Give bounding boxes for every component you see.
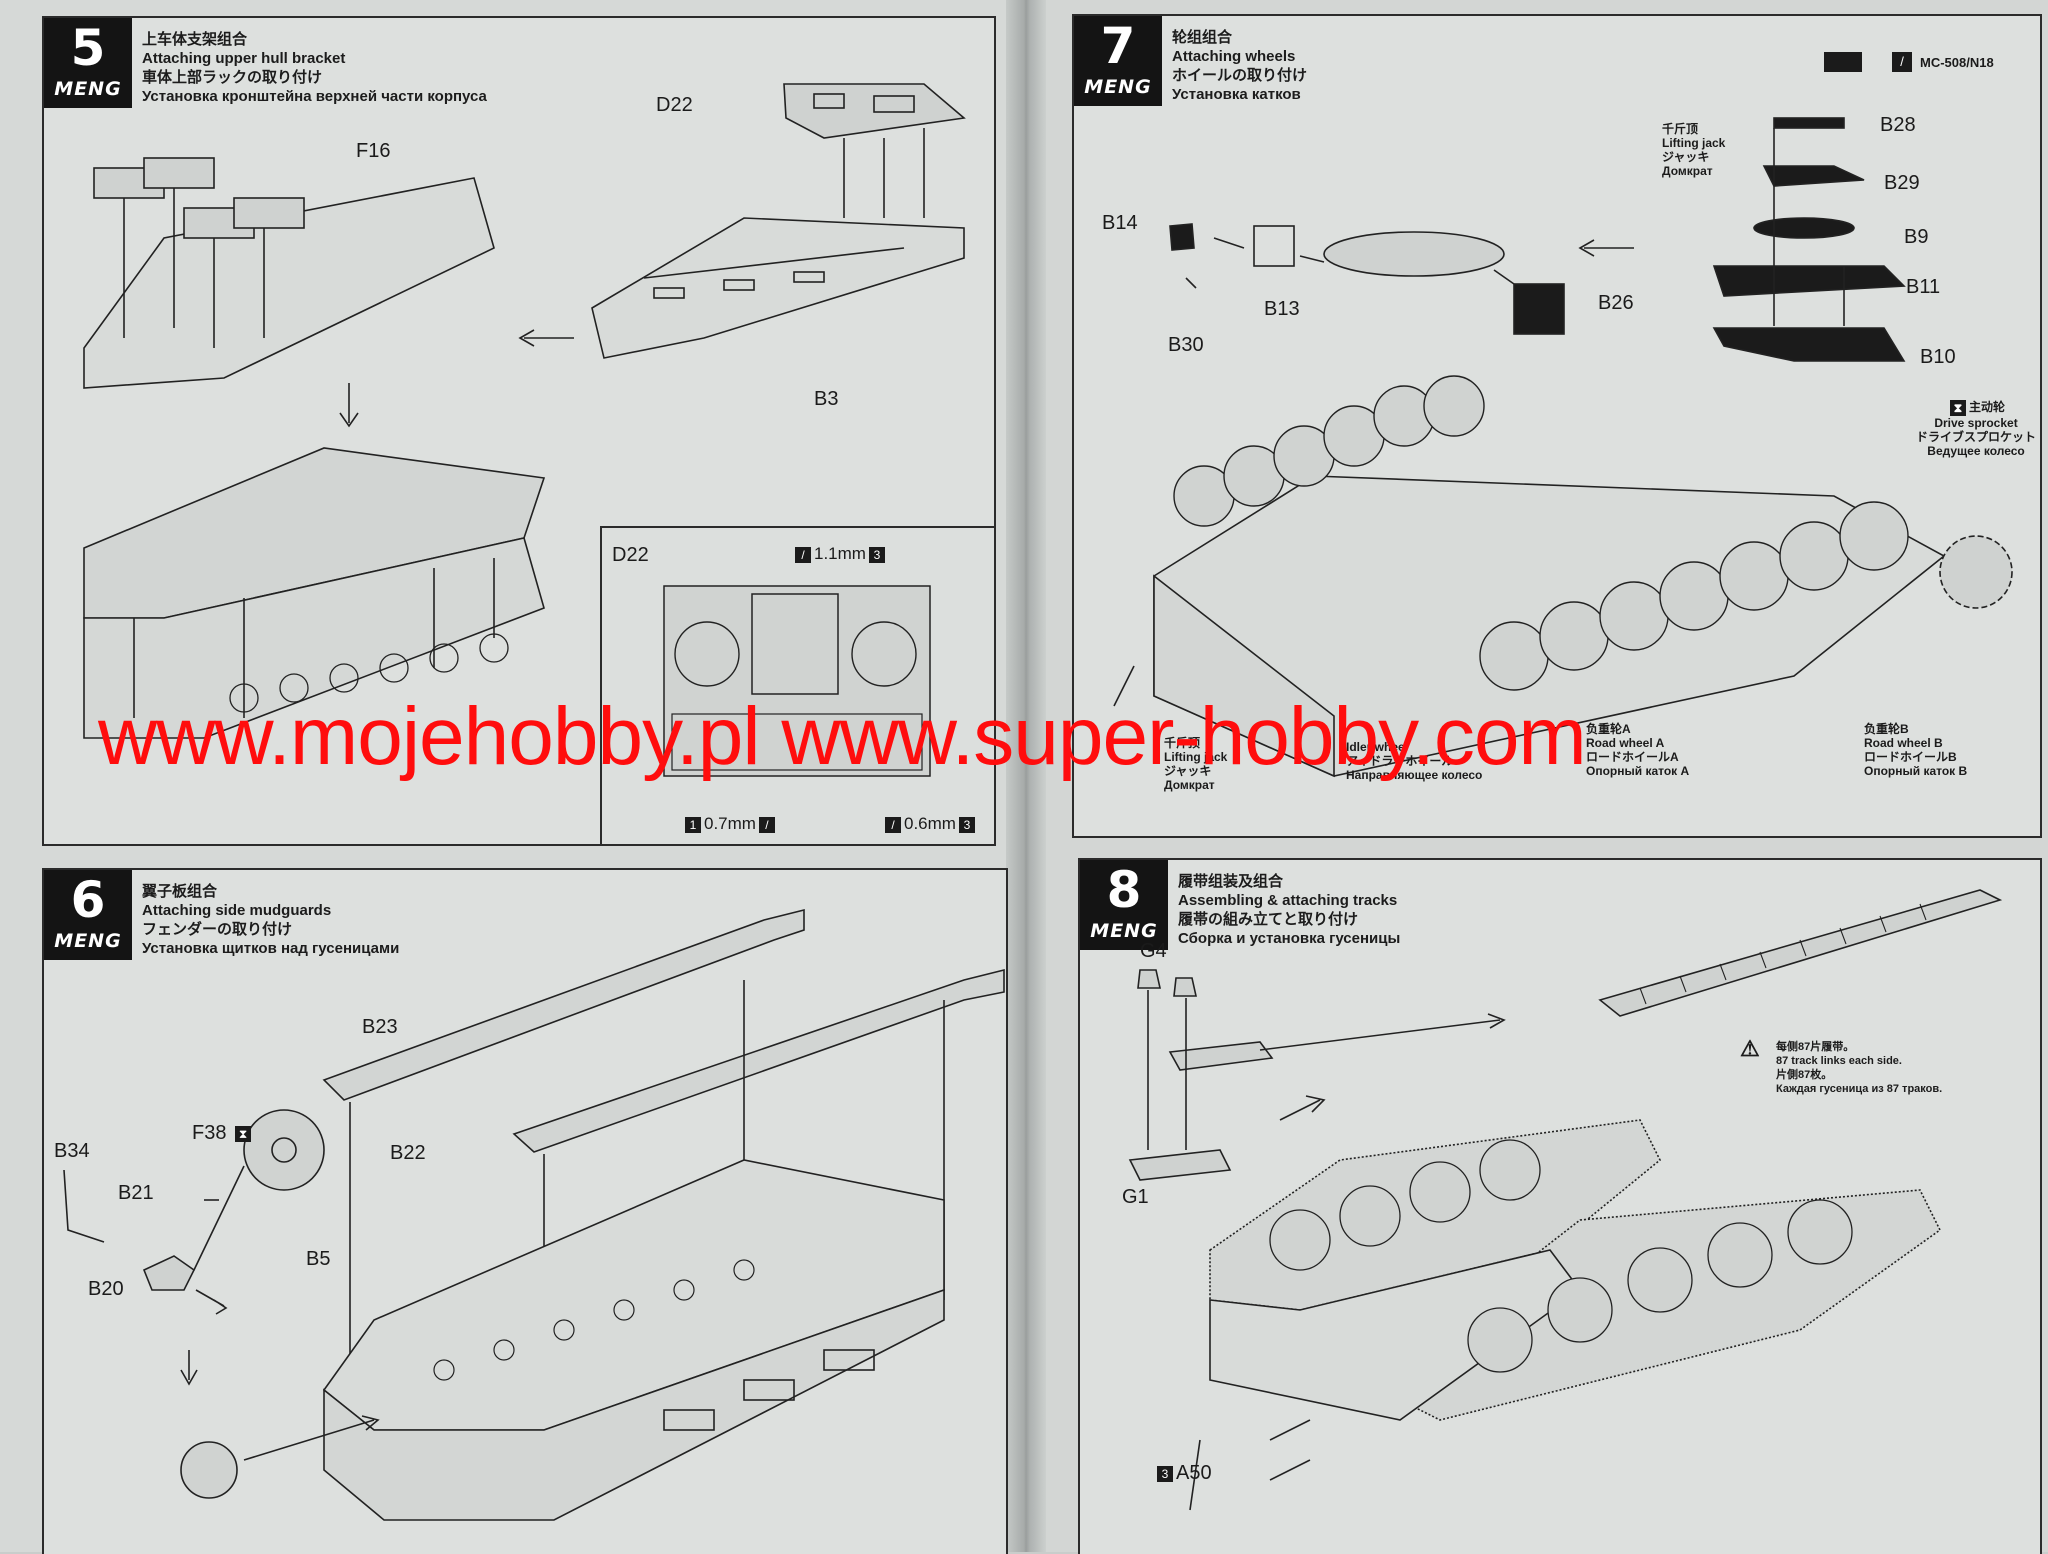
label-b5: B5 [306,1248,331,1270]
d22-plate-drawing [663,585,931,777]
knife-icon: / [885,816,901,833]
part-code: MC-508/N18 [1920,55,1994,70]
step-7-drawing [1113,117,2013,778]
track-count-warning: ⚠ 每侧87片履带。 87 track links each side. 片側8… [1740,1036,1943,1096]
paint-swatch [1824,52,1862,72]
sheet-badge: 3 [958,816,975,833]
title-ru: Сборка и установка гусеницы [1178,930,1401,947]
label-b3: B3 [814,388,839,410]
meng-logo: MENG [1090,920,1158,942]
inset-title: D22 [612,544,649,566]
step-number: 5 [70,19,106,77]
step-number: 8 [1106,861,1142,919]
step-8-titles: 履带组装及组合 Assembling & attaching tracks 履帯… [1178,872,1400,948]
title-en: Attaching upper hull bracket [142,50,346,67]
title-jp: 履帯の組み立てと取り付け [1178,911,1359,928]
step-5-drawing [83,83,966,739]
hourglass-icon: ⧗ [1950,400,1966,416]
step-7-badge: 7 MENG [1074,16,1162,106]
knife-icon: / [795,546,811,563]
warning-jp: 片側87枚。 [1776,1069,1833,1081]
step-number: 6 [70,871,106,929]
page-gutter [1006,0,1046,1552]
label-b10: B10 [1920,346,1956,368]
step-5-titles: 上车体支架组合 Attaching upper hull bracket 車体上… [142,30,487,106]
warning-cn: 每侧87片履带。 [1776,1041,1855,1053]
title-ru: Установка щитков над гусеницами [142,940,400,957]
label-b26: B26 [1598,292,1634,314]
title-en: Assembling & attaching tracks [1178,892,1398,909]
step-8-drawing [1128,889,2003,1511]
title-en: Attaching wheels [1172,48,1296,65]
title-ru: Установка катков [1172,86,1301,103]
label-b9: B9 [1904,226,1929,248]
step-6-titles: 翼子板组合 Attaching side mudguards フェンダーの取り付… [142,882,399,958]
watermark: www.mojehobby.pl www.super-hobby.com [98,691,1587,782]
label-b14: B14 [1102,212,1138,234]
label-b34: B34 [54,1140,90,1162]
title-jp: フェンダーの取り付け [142,921,293,938]
label-b11: B11 [1906,276,1941,298]
step-5-panel: 5 MENG 上车体支架组合 Attaching upper hull brac… [42,16,996,846]
step-6-badge: 6 MENG [44,870,132,960]
title-cn: 轮组组合 [1172,29,1233,46]
title-ru: Установка кронштейна верхней части корпу… [142,88,487,105]
step-8-panel: 8 MENG 履带组装及组合 Assembling & attaching tr… [1078,858,2042,1554]
hourglass-icon: ⧗ [235,1125,252,1142]
label-b21: B21 [118,1182,154,1204]
meng-logo: MENG [1084,76,1152,98]
label-d22: D22 [656,94,693,116]
warning-ru: Каждая гусеница из 87 траков. [1776,1083,1943,1095]
meng-logo: MENG [54,78,122,100]
title-cn: 翼子板组合 [142,883,218,900]
step-7-titles: 轮组组合 Attaching wheels ホイールの取り付け Установк… [1172,28,1307,104]
label-f38: F38 ⧗ [192,1122,254,1145]
title-jp: ホイールの取り付け [1172,67,1308,84]
knife-icon: / [1892,52,1912,72]
warning-en: 87 track links each side. [1776,1055,1902,1067]
step-5-badge: 5 MENG [44,18,132,108]
knife-icon: / [758,816,775,833]
label-b30: B30 [1168,334,1204,356]
sheet-badge: 3 [1157,1465,1173,1482]
warning-icon: ⚠ [1740,1036,1760,1061]
label-g1: G1 [1122,1186,1149,1208]
sheet-badge: 1 [685,816,701,833]
title-cn: 上车体支架组合 [142,31,248,48]
label-b22: B22 [390,1142,426,1164]
label-f16: F16 [356,140,391,162]
label-b28: B28 [1880,114,1916,136]
step-7-panel: 7 MENG 轮组组合 Attaching wheels ホイールの取り付け У… [1072,14,2042,838]
title-cn: 履带组装及组合 [1178,873,1284,890]
title-jp: 車体上部ラックの取り付け [142,69,323,86]
sheet-badge: 3 [868,546,885,563]
label-b29: B29 [1884,172,1920,194]
label-b20: B20 [88,1278,124,1300]
title-en: Attaching side mudguards [142,902,332,919]
step-6-panel: 6 MENG 翼子板组合 Attaching side mudguards フェ… [42,868,1008,1554]
step-8-badge: 8 MENG [1080,860,1168,950]
meng-logo: MENG [54,930,122,952]
label-b23: B23 [362,1016,398,1038]
step-6-drawing [63,908,1005,1521]
label-g4: G4 [1140,940,1167,962]
step-number: 7 [1100,17,1136,75]
label-b13: B13 [1264,298,1300,320]
